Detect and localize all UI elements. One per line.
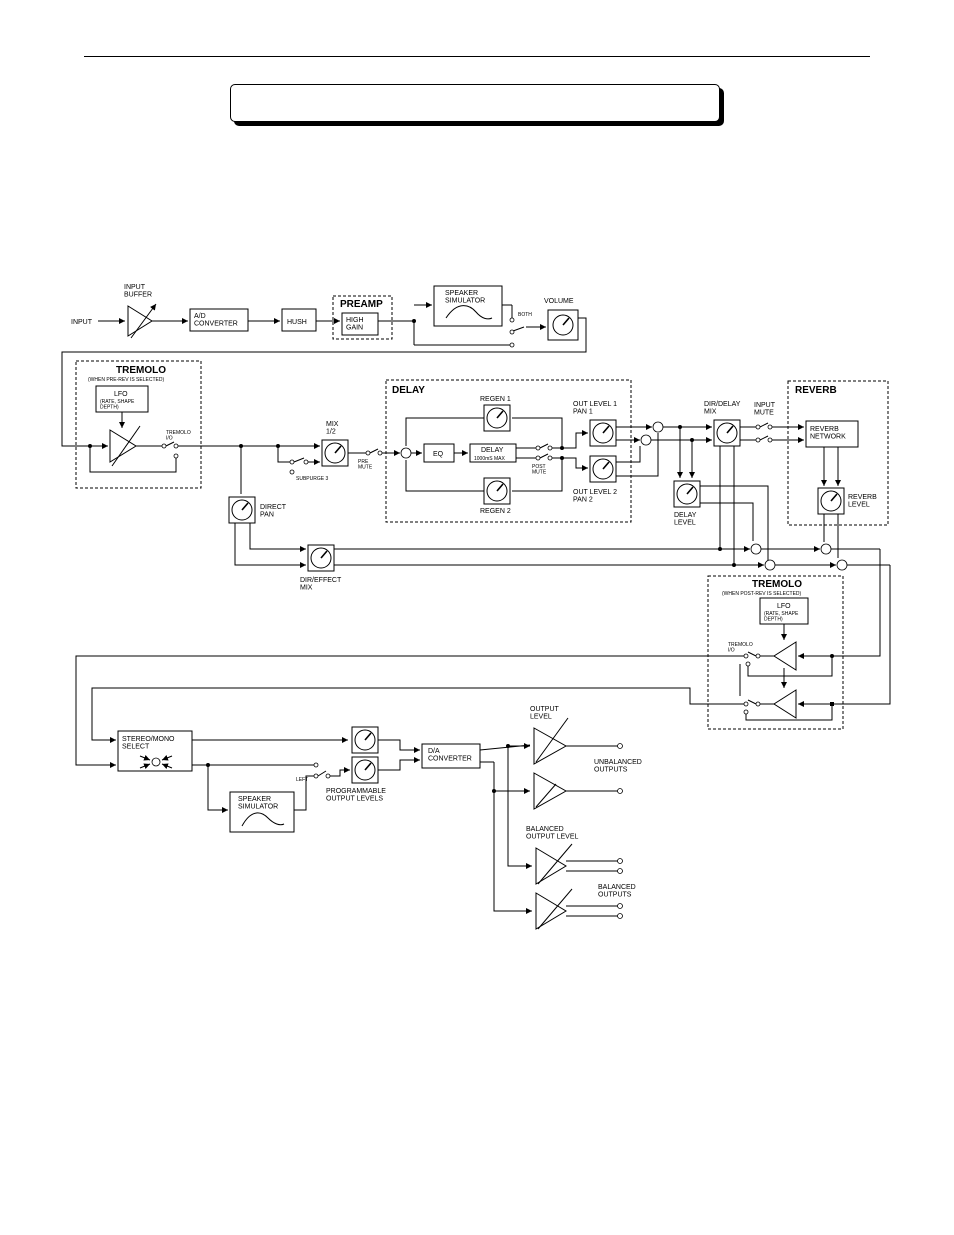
tremolo-pre-label: TREMOLO <box>116 365 166 376</box>
out-level1-knob-icon <box>592 422 614 444</box>
reverb-network-block <box>805 420 859 448</box>
delay-block-label: DELAY <box>481 447 504 454</box>
bus-sum-4 <box>836 559 848 571</box>
regen1-knob-icon <box>486 407 508 429</box>
bus-sum-3 <box>764 559 776 571</box>
balanced-amp-2 <box>535 892 567 930</box>
eq-label: EQ <box>433 451 444 458</box>
delay-level-knob-icon <box>676 483 698 505</box>
delay-sum-a <box>652 421 664 433</box>
bus-sum-1 <box>750 543 762 555</box>
preamp-group <box>332 295 393 340</box>
ad-converter-block <box>189 308 249 332</box>
tremolo-post-note: (WHEN POST-REV IS SELECTED) <box>722 591 802 597</box>
left-label: LEFT <box>296 777 308 783</box>
preamp-label: PREAMP <box>340 299 383 310</box>
reverb-label: REVERB <box>795 385 837 396</box>
high-gain-block <box>341 312 379 336</box>
speaker-simulator-bottom-block <box>229 791 295 833</box>
out-level2-knob-icon <box>592 458 614 480</box>
delay-label: DELAY <box>392 385 425 396</box>
reverb-group <box>787 380 889 526</box>
lfo-post-label: LFO <box>777 603 791 610</box>
output-level-left-knob-icon <box>354 729 376 751</box>
hush-block <box>281 308 317 332</box>
input-buffer-amp <box>127 303 157 339</box>
tremolo-post-amp-top <box>773 641 797 671</box>
hush-label: HUSH <box>287 319 307 326</box>
delay-sum-node <box>400 447 412 459</box>
regen2-knob-icon <box>486 480 508 502</box>
output-level-right-knob-icon <box>354 759 376 781</box>
delay-max-label: 1000mS MAX <box>474 456 506 462</box>
title-banner <box>230 84 720 122</box>
delay-sum-b <box>640 434 652 446</box>
lfo-pre-label: LFO <box>114 391 128 398</box>
input-label: INPUT <box>71 319 93 326</box>
mix12-knob-icon <box>324 442 346 464</box>
reverb-level-knob-icon <box>820 490 842 512</box>
tremolo-post-label: TREMOLO <box>752 579 802 590</box>
balanced-amp-1 <box>535 847 567 885</box>
unbalanced-amp-1 <box>533 727 568 765</box>
subpurge-label: SUBPURGE 3 <box>296 476 328 482</box>
volume-knob-icon <box>552 314 574 336</box>
delay-group <box>385 379 632 523</box>
lfo-pre-block <box>95 385 149 413</box>
volume-label: VOLUME <box>544 298 574 305</box>
bus-sum-2 <box>820 543 832 555</box>
regen2-label: REGEN 2 <box>480 508 511 515</box>
tremolo-pre-group <box>75 360 202 489</box>
tremolo-pre-note: (WHEN PRE-REV IS SELECTED) <box>88 377 164 383</box>
delay-block <box>469 443 517 463</box>
da-converter-block <box>421 743 481 769</box>
dir-effect-mix-knob-icon <box>310 547 332 569</box>
both-label: BOTH <box>518 312 532 318</box>
tremolo-pre-amp <box>109 429 137 463</box>
top-rule <box>84 56 870 57</box>
regen1-label: REGEN 1 <box>480 396 511 403</box>
direct-pan-knob-icon <box>231 499 253 521</box>
dir-delay-mix-knob-icon <box>716 422 738 444</box>
tremolo-post-amp-bottom <box>773 689 797 719</box>
tremolo-post-group <box>707 575 844 730</box>
